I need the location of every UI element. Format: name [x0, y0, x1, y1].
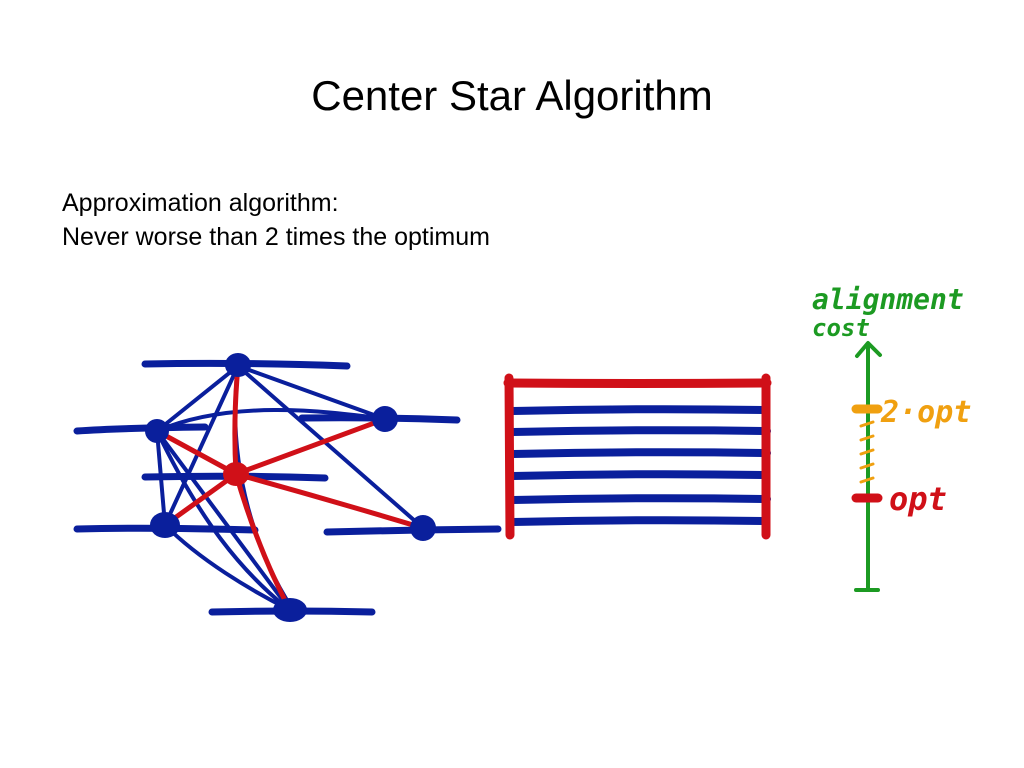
edge-left-bottom-2: [155, 429, 289, 610]
bound-hatch: [859, 420, 875, 484]
edge-top-left: [155, 364, 240, 433]
lower-mark-label: opt: [889, 480, 947, 518]
alignment-row-4: [509, 470, 770, 480]
body-line-approximation: Approximation algorithm:: [62, 189, 339, 217]
body-line-bound: Never worse than 2 times the optimum: [62, 223, 490, 251]
node-right: [372, 406, 398, 432]
node-lowerleft: [150, 512, 180, 538]
alignment-frame: [503, 373, 772, 540]
edge-left-bottom: [155, 429, 292, 612]
center-edge-lowerleft: [162, 471, 239, 528]
alignment-row-2: [509, 426, 771, 436]
axis-label-line2: cost: [812, 314, 870, 342]
alignment-row-5: [509, 494, 771, 504]
cost-axis: alignment cost 2·opt opt: [812, 283, 971, 592]
edge-left-lowerleft: [155, 429, 167, 527]
slide-title: Center Star Algorithm: [311, 72, 713, 119]
axis-label-line1: alignment: [812, 283, 964, 316]
arrow-head: [855, 341, 882, 358]
edge-top-right: [236, 364, 387, 421]
center-edge-top: [232, 363, 241, 477]
edge-left-right: [155, 408, 387, 433]
center-edge-lowerright: [233, 471, 426, 531]
node-left: [145, 419, 169, 443]
alignment-block: [503, 373, 772, 540]
node-top: [225, 353, 251, 377]
frame-left: [504, 373, 515, 540]
center-edge-right: [233, 416, 388, 477]
center-edge-left: [154, 428, 239, 477]
star-graph: [73, 353, 502, 622]
edge-top-lowerleft: [163, 364, 240, 527]
alignment-row-3: [509, 448, 771, 458]
center-node: [223, 462, 249, 486]
axis-arrow: [854, 341, 882, 592]
alignment-rows: [509, 405, 771, 526]
node-lowerright: [410, 515, 436, 541]
alignment-row-1: [509, 405, 768, 415]
node-bottom: [273, 598, 307, 622]
alignment-row-6: [509, 516, 770, 526]
sequence-nodes: [145, 353, 436, 622]
center-edge-bottom: [233, 471, 293, 613]
upper-mark-label: 2·opt: [880, 395, 971, 430]
frame-top: [503, 378, 772, 388]
edge-lowerleft-bottom: [163, 523, 292, 612]
edge-top-lowerright: [236, 364, 425, 530]
body-text: Approximation algorithm: Never worse tha…: [62, 186, 490, 254]
sequence-bar-2: [73, 423, 209, 435]
